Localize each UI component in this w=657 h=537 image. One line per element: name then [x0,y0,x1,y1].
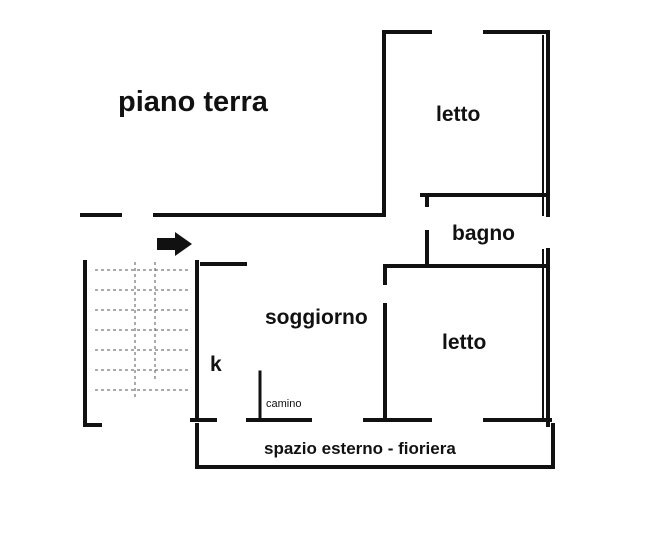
stair-walls [83,260,102,427]
outdoor-label: spazio esterno - fioriera [264,439,456,458]
page-title: piano terra [118,86,268,118]
room-label-letto-bottom: letto [442,331,487,354]
living-walls [195,260,262,422]
room-label-soggiorno: soggiorno [265,306,368,329]
entrance-arrow-icon [157,232,192,256]
camino-label: camino [266,398,302,410]
bedroom-top-walls [382,30,550,217]
stairs [95,262,190,400]
room-label-letto-top: letto [436,103,481,126]
room-label-bagno: bagno [452,222,515,245]
bedroom-bottom-walls [383,248,550,427]
planter-walls [195,423,555,469]
room-label-kitchen: k [210,353,222,376]
